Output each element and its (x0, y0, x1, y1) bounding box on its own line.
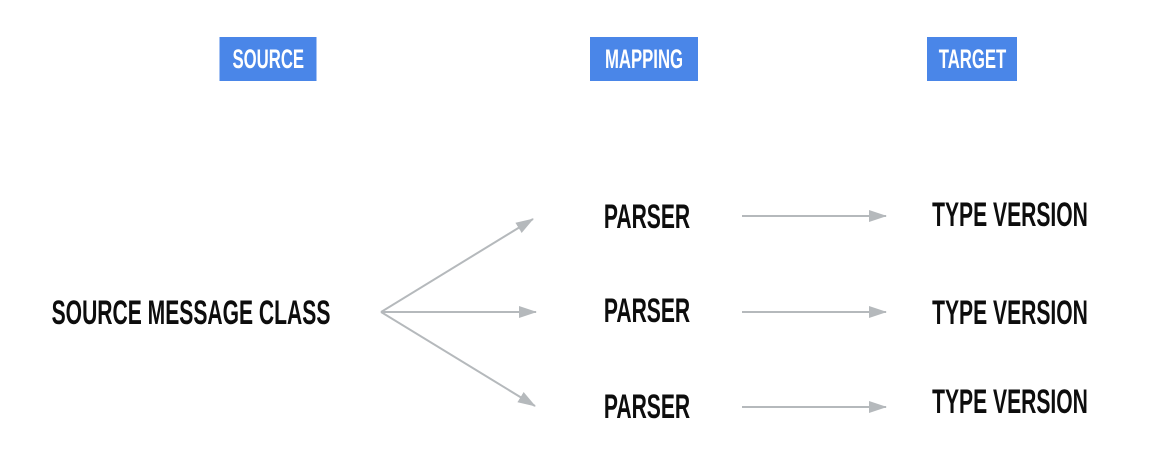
parser-node-3-label: PARSER (603, 388, 691, 426)
type-version-node-2: TYPE VERSION (884, 296, 1135, 330)
column-header-mapping-label: MAPPING (604, 43, 684, 74)
column-header-target: TARGET (927, 37, 1017, 81)
column-header-target-label: TARGET (938, 43, 1006, 74)
source-message-class-node: SOURCE MESSAGE CLASS (0, 296, 416, 330)
type-version-node-2-label: TYPE VERSION (932, 294, 1088, 332)
parser-node-2-label: PARSER (603, 292, 691, 330)
type-version-node-3-label: TYPE VERSION (932, 383, 1088, 421)
column-header-source-label: SOURCE (232, 43, 304, 74)
type-version-node-3: TYPE VERSION (884, 385, 1135, 419)
parser-node-3: PARSER (577, 390, 716, 424)
source-message-class-label: SOURCE MESSAGE CLASS (51, 294, 331, 332)
parser-node-1: PARSER (577, 200, 716, 234)
parser-node-2: PARSER (577, 294, 716, 328)
parser-node-1-label: PARSER (603, 198, 691, 236)
column-header-mapping: MAPPING (590, 37, 698, 81)
type-version-node-1-label: TYPE VERSION (932, 196, 1088, 234)
type-version-node-1: TYPE VERSION (884, 198, 1135, 232)
column-header-source: SOURCE (219, 37, 317, 81)
